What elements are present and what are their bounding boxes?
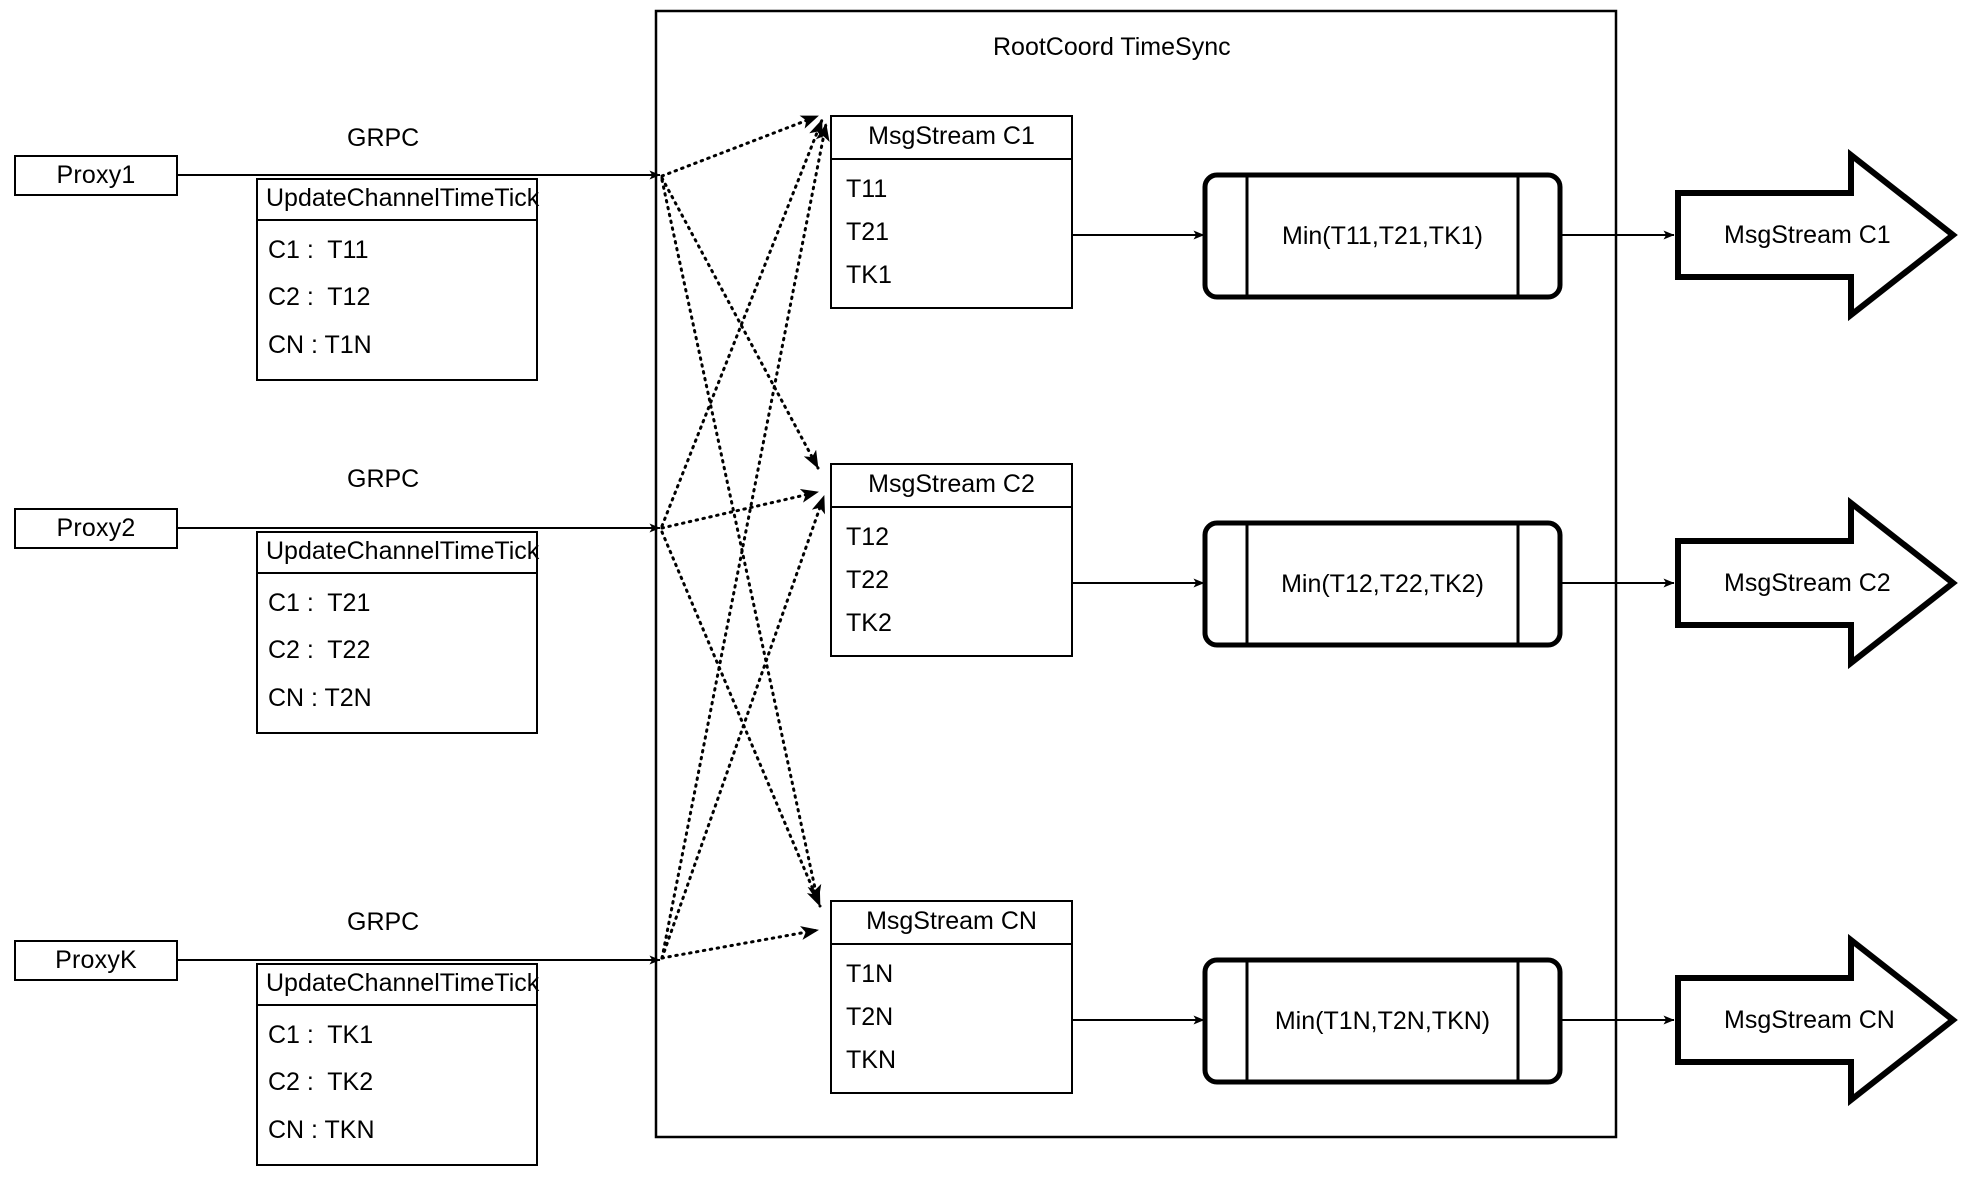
- grpc-label-proxyk: GRPC: [347, 908, 420, 936]
- rootcoord-container-title: RootCoord TimeSync: [993, 33, 1231, 61]
- grpc-label-proxy2: GRPC: [347, 465, 420, 493]
- msgstream-title-c2: MsgStream C2: [832, 465, 1071, 508]
- request-row: CN : T1N: [268, 330, 372, 359]
- dotted-p2-c2: [660, 489, 820, 530]
- msgstream-box-c1[interactable]: MsgStream C1 T11 T21 TK1: [830, 115, 1073, 309]
- dotted-pk-c2: [660, 494, 826, 960]
- msgstream-row: TKN: [846, 1046, 896, 1074]
- grpc-label-proxy1: GRPC: [347, 124, 420, 152]
- request-row: C2 : T22: [268, 636, 371, 665]
- min-shape-c1: [1202, 172, 1563, 300]
- request-row: C1 : T11: [268, 236, 369, 265]
- proxy-label-2: Proxy2: [56, 514, 136, 542]
- msgstream-row: T1N: [846, 960, 894, 988]
- output-label-c2: MsgStream C2: [1724, 568, 1891, 597]
- msgstream-body-cn: T1N T2N TKN: [832, 945, 1071, 1092]
- proxy-label-k: ProxyK: [55, 946, 137, 974]
- request-title-proxy1: UpdateChannelTimeTick: [258, 180, 539, 221]
- proxy-box-k[interactable]: ProxyK: [14, 940, 178, 981]
- request-box-proxy2[interactable]: UpdateChannelTimeTick C1 : T21 C2 : T22 …: [256, 531, 539, 734]
- min-shape-c2: [1202, 520, 1563, 648]
- output-arrow-c2[interactable]: MsgStream C2: [1678, 541, 1953, 625]
- msgstream-title-c1: MsgStream C1: [832, 117, 1071, 160]
- request-title-proxyk: UpdateChannelTimeTick: [258, 965, 539, 1006]
- output-arrow-c1[interactable]: MsgStream C1: [1678, 193, 1953, 277]
- request-row: CN : TKN: [268, 1115, 375, 1144]
- min-node-c2[interactable]: Min(T12,T22,TK2): [1205, 523, 1560, 645]
- msgstream-row: T11: [846, 175, 888, 203]
- msgstream-body-c2: T12 T22 TK2: [832, 508, 1071, 655]
- output-label-c1: MsgStream C1: [1724, 220, 1891, 249]
- block-arrow-c1: [1675, 148, 1958, 322]
- min-label-c2: Min(T12,T22,TK2): [1281, 569, 1484, 598]
- output-arrow-cn[interactable]: MsgStream CN: [1678, 978, 1953, 1062]
- msgstream-row: T2N: [846, 1003, 894, 1031]
- request-body-proxy1: C1 : T11 C2 : T12 CN : T1N: [258, 221, 536, 379]
- output-label-cn: MsgStream CN: [1724, 1005, 1895, 1034]
- request-title-proxy2: UpdateChannelTimeTick: [258, 533, 539, 574]
- dotted-pk-c1: [660, 122, 830, 960]
- min-label-cn: Min(T1N,T2N,TKN): [1274, 1006, 1491, 1035]
- request-box-proxy1[interactable]: UpdateChannelTimeTick C1 : T11 C2 : T12 …: [256, 178, 539, 381]
- msgstream-row: T22: [846, 566, 890, 594]
- dotted-p2-c1: [660, 118, 824, 528]
- msgstream-box-cn[interactable]: MsgStream CN T1N T2N TKN: [830, 900, 1073, 1094]
- proxy-box-1[interactable]: Proxy1: [14, 155, 178, 196]
- dotted-p2-cn: [660, 530, 822, 908]
- proxy-label-1: Proxy1: [56, 161, 136, 189]
- proxy-box-2[interactable]: Proxy2: [14, 508, 178, 549]
- msgstream-body-c1: T11 T21 TK1: [832, 160, 1071, 307]
- dotted-pk-cn: [660, 926, 820, 960]
- min-node-c1[interactable]: Min(T11,T21,TK1): [1205, 175, 1560, 297]
- request-row: C2 : TK2: [268, 1068, 374, 1097]
- msgstream-title-cn: MsgStream CN: [832, 902, 1071, 945]
- msgstream-row: T12: [846, 523, 890, 551]
- dotted-p1-cn: [660, 178, 822, 904]
- request-row: C1 : TK1: [268, 1021, 374, 1050]
- msgstream-box-c2[interactable]: MsgStream C2 T12 T22 TK2: [830, 463, 1073, 657]
- block-arrow-c2: [1675, 496, 1958, 670]
- msgstream-row: TK1: [846, 261, 892, 289]
- request-box-proxyk[interactable]: UpdateChannelTimeTick C1 : TK1 C2 : TK2 …: [256, 963, 539, 1166]
- rootcoord-container: [654, 9, 1618, 1139]
- msgstream-row: T21: [846, 218, 890, 246]
- min-label-c1: Min(T11,T21,TK1): [1282, 221, 1483, 250]
- dotted-p1-c1: [660, 114, 820, 178]
- min-node-cn[interactable]: Min(T1N,T2N,TKN): [1205, 960, 1560, 1082]
- min-shape-cn: [1202, 957, 1563, 1085]
- block-arrow-cn: [1675, 933, 1958, 1107]
- request-body-proxyk: C1 : TK1 C2 : TK2 CN : TKN: [258, 1006, 536, 1164]
- request-row: C1 : T21: [268, 589, 371, 618]
- request-row: C2 : T12: [268, 283, 371, 312]
- request-row: CN : T2N: [268, 683, 372, 712]
- msgstream-row: TK2: [846, 609, 892, 637]
- request-body-proxy2: C1 : T21 C2 : T22 CN : T2N: [258, 574, 536, 732]
- dotted-p1-c2: [660, 176, 820, 470]
